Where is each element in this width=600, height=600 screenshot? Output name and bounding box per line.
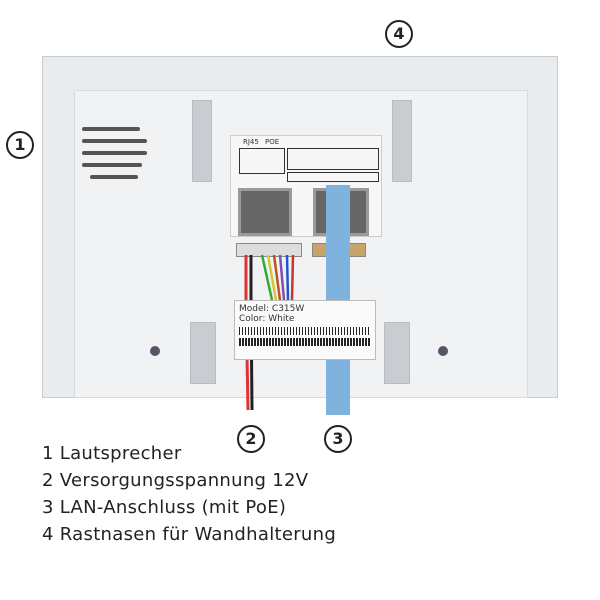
mounting-latch-top-right (392, 100, 412, 182)
rj45-port (238, 188, 292, 236)
color-text: Color: White (239, 314, 295, 324)
legend-item-speaker: 1 Lautsprecher (42, 443, 182, 464)
poe-label: POE (265, 138, 280, 146)
mounting-latch-bottom-left (190, 322, 216, 384)
screw-left-icon (150, 346, 160, 356)
mounting-latch-top-left (192, 100, 212, 182)
legend-item-power: 2 Versorgungsspannung 12V (42, 470, 309, 491)
marker-2: 2 (237, 425, 265, 453)
model-text: Model: C315W (239, 304, 305, 314)
marker-1: 1 (6, 131, 34, 159)
rj45-label: RJ45 (243, 138, 259, 146)
marker-4: 4 (385, 20, 413, 48)
product-label: Model: C315W Color: White (234, 300, 376, 360)
mounting-latch-bottom-right (384, 322, 410, 384)
legend-item-latches: 4 Rastnasen für Wandhalterung (42, 524, 337, 545)
marker-3: 3 (324, 425, 352, 453)
legend-item-lan: 3 LAN-Anschluss (mit PoE) (42, 497, 287, 518)
screw-right-icon (438, 346, 448, 356)
